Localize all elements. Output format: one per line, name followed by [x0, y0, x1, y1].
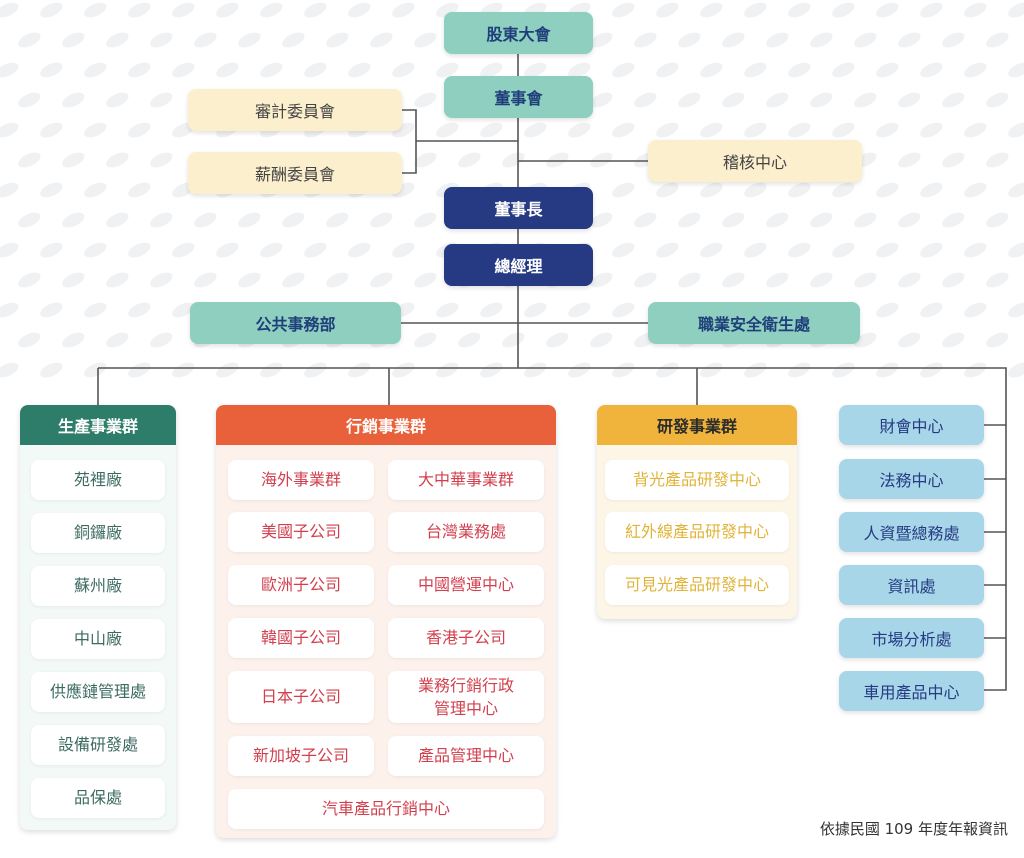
marketing-item: 香港子公司	[388, 618, 544, 658]
support-unit-box: 資訊處	[839, 565, 984, 605]
marketing-item: 中國營運中心	[388, 565, 544, 605]
connector-group-bus	[98, 367, 1007, 691]
marketing-item: 美國子公司	[228, 512, 374, 552]
marketing-item: 台灣業務處	[388, 512, 544, 552]
marketing-item: 歐洲子公司	[228, 565, 374, 605]
marketing-group-panel: 行銷事業群 海外事業群 美國子公司 歐洲子公司 韓國子公司 日本子公司 新加坡子…	[216, 405, 556, 838]
production-item: 銅鑼廠	[31, 513, 165, 553]
marketing-item: 韓國子公司	[228, 618, 374, 658]
public-affairs-box: 公共事務部	[190, 302, 401, 344]
marketing-item: 業務行銷行政管理中心	[388, 671, 544, 723]
occupational-safety-box: 職業安全衛生處	[648, 302, 860, 344]
production-item: 中山廠	[31, 619, 165, 659]
shareholders-meeting-box: 股東大會	[444, 12, 593, 54]
rd-item: 可見光產品研發中心	[605, 565, 789, 605]
production-item: 設備研發處	[31, 725, 165, 765]
support-unit-box: 法務中心	[839, 459, 984, 499]
marketing-item: 大中華事業群	[388, 460, 544, 500]
rd-item: 紅外線產品研發中心	[605, 512, 789, 552]
rd-item: 背光產品研發中心	[605, 460, 789, 500]
marketing-item: 新加坡子公司	[228, 736, 374, 776]
rd-group-title: 研發事業群	[597, 405, 797, 445]
marketing-item: 海外事業群	[228, 460, 374, 500]
production-item: 苑裡廠	[31, 460, 165, 500]
president-box: 總經理	[444, 244, 593, 286]
internal-audit-center-box: 稽核中心	[648, 140, 862, 182]
production-group-panel: 生產事業群 苑裡廠 銅鑼廠 蘇州廠 中山廠 供應鏈管理處 設備研發處 品保處	[20, 405, 176, 830]
production-item: 供應鏈管理處	[31, 672, 165, 712]
marketing-group-title: 行銷事業群	[216, 405, 556, 445]
marketing-item: 日本子公司	[228, 671, 374, 723]
support-unit-box: 市場分析處	[839, 618, 984, 658]
connector-committees-bracket	[402, 109, 417, 174]
marketing-item: 產品管理中心	[388, 736, 544, 776]
chairman-box: 董事長	[444, 187, 593, 229]
remuneration-committee-box: 薪酬委員會	[188, 152, 402, 194]
source-footnote: 依據民國 109 年度年報資訊	[819, 820, 1008, 838]
support-unit-box: 財會中心	[839, 405, 984, 445]
rd-group-panel: 研發事業群 背光產品研發中心 紅外線產品研發中心 可見光產品研發中心	[597, 405, 797, 619]
production-group-title: 生產事業群	[20, 405, 176, 445]
production-item: 蘇州廠	[31, 566, 165, 606]
marketing-item: 汽車產品行銷中心	[228, 789, 544, 829]
support-unit-box: 人資暨總務處	[839, 512, 984, 552]
production-item: 品保處	[31, 778, 165, 818]
board-of-directors-box: 董事會	[444, 76, 593, 118]
support-unit-box: 車用產品中心	[839, 671, 984, 711]
audit-committee-box: 審計委員會	[188, 89, 402, 131]
